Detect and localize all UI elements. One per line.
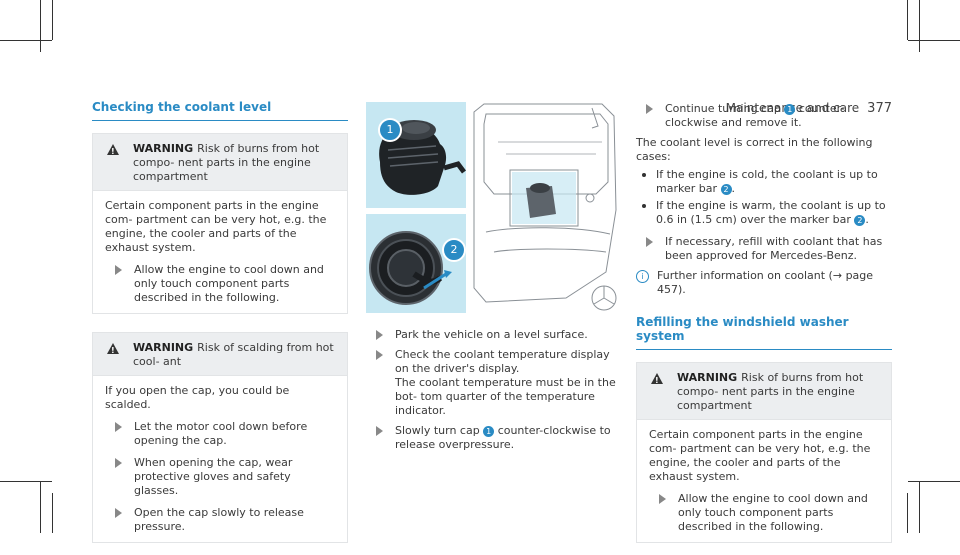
step-arrow-icon (115, 422, 122, 432)
condition-list: If the engine is cold, the coolant is up… (636, 168, 892, 227)
step-arrow-icon (376, 330, 383, 340)
bullet-icon (642, 204, 646, 208)
step-text: If necessary, refill with coolant that h… (665, 235, 883, 262)
info-icon: i (636, 270, 649, 283)
step-arrow-icon (115, 508, 122, 518)
step-arrow-icon (115, 458, 122, 468)
warning-body: Certain component parts in the engine co… (93, 191, 347, 313)
warning-body: Certain component parts in the engine co… (637, 420, 891, 542)
warning-title: Risk of burns from hot compo- nent parts… (133, 142, 320, 183)
warning-label: WARNING (677, 371, 738, 384)
warning-body: If you open the cap, you could be scalde… (93, 376, 347, 542)
instruction-step: Continue turning cap 1 counter-clockwise… (636, 102, 892, 130)
page-number: 377 (867, 101, 892, 116)
bullet-icon (642, 173, 646, 177)
instruction-step: If necessary, refill with coolant that h… (636, 235, 892, 263)
instruction-step: Park the vehicle on a level surface. (366, 328, 620, 342)
instruction-step: Open the cap slowly to release pressure. (105, 506, 337, 534)
list-text: If the engine is cold, the coolant is up… (656, 168, 878, 195)
step-arrow-icon (376, 350, 383, 360)
coolant-figure: 1 2 (366, 102, 620, 313)
instruction-step: Slowly turn cap 1 counter-clockwise to r… (366, 424, 620, 452)
step-arrow-icon (115, 265, 122, 275)
callout-badge: 2 (720, 183, 732, 195)
step-text: Let the motor cool down before opening t… (134, 420, 308, 447)
reservoir-tank (379, 125, 447, 195)
right-column: Continue turning cap 1 counter-clockwise… (636, 100, 892, 555)
section-heading: Refilling the windshield washer system (636, 315, 892, 350)
info-note: i Further information on coolant (→ page … (636, 269, 892, 297)
crop-mark (907, 493, 908, 533)
instruction-step: Let the motor cool down before opening t… (105, 420, 337, 448)
callout-badge: 1 (784, 103, 796, 115)
callout-badge: 1 (483, 425, 495, 437)
list-item: If the engine is warm, the coolant is up… (636, 199, 892, 227)
step-text: Park the vehicle on a level surface. (395, 328, 588, 341)
step-text: Slowly turn cap (395, 424, 480, 437)
warning-triangle-icon (107, 144, 119, 159)
crop-mark (908, 481, 960, 482)
callout-1: 1 (378, 118, 402, 142)
step-text: Check the coolant temperature display on… (395, 348, 610, 375)
instruction-step: Check the coolant temperature display on… (366, 348, 620, 418)
crop-mark (0, 481, 52, 482)
step-arrow-icon (646, 237, 653, 247)
warning-text: If you open the cap, you could be scalde… (105, 384, 290, 411)
section-heading: Checking the coolant level (92, 100, 348, 121)
step-arrow-icon (659, 494, 666, 504)
warning-title: Risk of scalding from hot cool- ant (133, 341, 334, 368)
warning-label: WARNING (133, 341, 194, 354)
instruction-step: Allow the engine to cool down and only t… (105, 263, 337, 305)
step-text: Allow the engine to cool down and only t… (134, 263, 324, 304)
warning-label: WARNING (133, 142, 194, 155)
warning-text: Certain component parts in the engine co… (105, 199, 327, 254)
warning-triangle-icon (107, 343, 119, 358)
crop-mark (919, 481, 920, 533)
crop-mark (908, 40, 960, 41)
warning-triangle-icon (651, 373, 663, 388)
crop-mark (40, 481, 41, 533)
step-arrow-icon (646, 104, 653, 114)
instruction-step: When opening the cap, wear protective gl… (105, 456, 337, 498)
step-text: counter-clockwise to release overpressur… (395, 424, 611, 451)
crop-mark (0, 40, 52, 41)
list-text: If the engine is warm, the coolant is up… (656, 199, 886, 226)
callout-badge: 2 (854, 214, 866, 226)
step-text: Allow the engine to cool down and only t… (678, 492, 868, 533)
step-arrow-icon (376, 426, 383, 436)
info-text[interactable]: Further information on coolant (→ page 4… (657, 269, 874, 296)
instruction-step: Allow the engine to cool down and only t… (649, 492, 881, 534)
middle-column: Park the vehicle on a level surface. Che… (366, 322, 620, 452)
warning-title: Risk of burns from hot compo- nent parts… (677, 371, 864, 412)
callout-2: 2 (442, 238, 466, 262)
step-text: Continue turning cap (665, 102, 781, 115)
crop-mark (52, 0, 53, 40)
crop-mark (907, 0, 908, 40)
step-text: Open the cap slowly to release pressure. (134, 506, 304, 533)
rotation-arrow (423, 272, 447, 290)
warning-text: Certain component parts in the engine co… (649, 428, 871, 483)
list-item: If the engine is cold, the coolant is up… (636, 168, 892, 196)
intro-text: The coolant level is correct in the foll… (636, 136, 873, 163)
engine-illustration (366, 102, 620, 313)
crop-mark (40, 0, 41, 52)
crop-mark (52, 493, 53, 533)
step-text: When opening the cap, wear protective gl… (134, 456, 293, 497)
step-text: counter-clockwise and remove it. (665, 102, 845, 129)
step-note: The coolant temperature must be in the b… (395, 376, 616, 417)
crop-mark (919, 0, 920, 52)
